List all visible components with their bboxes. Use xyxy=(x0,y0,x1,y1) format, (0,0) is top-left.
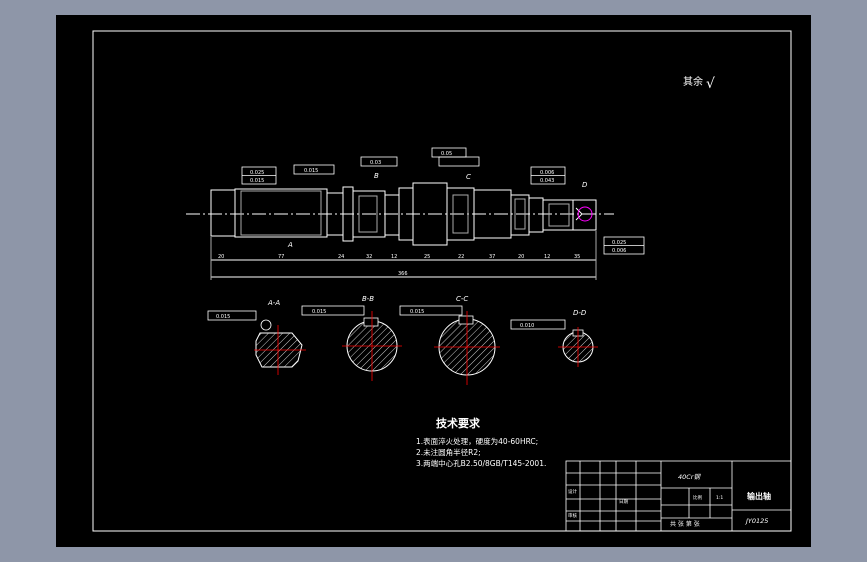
dim-label: 24 xyxy=(338,254,344,260)
note-item: 1.表面淬火处理，硬度为40-60HRC; xyxy=(416,436,538,446)
dim-label: 25 xyxy=(424,254,430,260)
dim-label: 37 xyxy=(489,254,495,260)
callout-value: 0.015 xyxy=(250,178,264,184)
shaft-segment xyxy=(542,199,574,231)
roughness-label: 其余 xyxy=(683,75,703,88)
part-name: 输出轴 xyxy=(747,491,771,501)
section-label: C-C xyxy=(456,295,468,303)
shaft-end xyxy=(573,199,597,231)
shaft-segment xyxy=(210,189,236,237)
dim-label: 32 xyxy=(366,254,372,260)
designer-label: 设计 xyxy=(568,488,577,495)
notes-title: 技术要求 xyxy=(436,416,481,430)
callout-frame xyxy=(438,156,480,167)
drawing-frame xyxy=(92,30,792,532)
callout-frame xyxy=(293,164,335,175)
section-tolerance-frame xyxy=(207,310,257,321)
section-tolerance: 0.015 xyxy=(216,314,230,320)
total-length: 366 xyxy=(398,271,408,277)
callout-value: 0.05 xyxy=(441,151,452,157)
callout-value: 0.025 xyxy=(612,240,626,246)
callout-value: 0.025 xyxy=(250,170,264,176)
segment-dimensions: 20 77 24 32 12 25 22 37 20 12 35 366 xyxy=(218,254,580,277)
drawing-number: JY0125 xyxy=(744,517,768,525)
section-tolerance: 0.015 xyxy=(410,309,424,315)
scale-value: 1:1 xyxy=(716,495,723,501)
drawing-svg: 其余 √ 20 77 24 xyxy=(92,30,792,532)
dim-label: 20 xyxy=(218,254,224,260)
section-tolerance-frame xyxy=(510,319,566,330)
section-c: C-C 0.015 xyxy=(399,295,500,385)
section-tolerance-frame xyxy=(399,305,463,316)
marker-c: C xyxy=(466,173,471,181)
section-tolerance: 0.010 xyxy=(520,323,534,329)
note-item: 2.未注圆角半径R2; xyxy=(416,447,481,457)
keyway xyxy=(452,194,469,234)
title-block xyxy=(565,460,792,532)
tolerance-values: 0.025 0.015 0.015 0.03 0.05 0.006 0.043 … xyxy=(250,151,626,254)
checker-label: 审核 xyxy=(568,512,577,519)
date-label: 日期 xyxy=(619,499,628,505)
callout-value: 0.006 xyxy=(540,170,554,176)
sheet-label: 共 张 第 张 xyxy=(670,520,700,528)
section-b: B-B 0.015 xyxy=(301,295,402,381)
roughness-symbol: √ xyxy=(706,76,715,92)
section-markers: A B C D xyxy=(287,172,588,249)
detail-circle-d xyxy=(577,206,593,222)
technical-notes: 技术要求 1.表面淬火处理，硬度为40-60HRC; 2.未注圆角半径R2; 3… xyxy=(416,416,546,468)
section-label: A-A xyxy=(267,299,280,307)
keyway xyxy=(548,203,570,227)
tolerance-callouts xyxy=(241,147,645,255)
dim-label: 12 xyxy=(391,254,397,260)
section-d: D-D 0.010 xyxy=(510,309,598,367)
marker-d: D xyxy=(582,181,588,189)
shaft-view xyxy=(186,182,614,280)
callout-value: 0.006 xyxy=(612,248,626,254)
shaft-segment xyxy=(234,188,328,238)
drawing-canvas: 其余 √ 20 77 24 xyxy=(56,15,811,547)
dim-label: 77 xyxy=(278,254,284,260)
marker-a: A xyxy=(287,241,293,249)
title-block-text: 40Cr钢 输出轴 JY0125 比例 1:1 共 张 第 张 设计 审核 日期 xyxy=(568,473,771,528)
material: 40Cr钢 xyxy=(678,473,701,481)
callout-value: 0.03 xyxy=(370,160,381,166)
keyway xyxy=(514,198,526,230)
section-tolerance-frame xyxy=(301,305,365,316)
marker-b: B xyxy=(374,172,379,180)
keyway xyxy=(240,190,322,236)
scale-label: 比例 xyxy=(693,494,702,501)
section-label: B-B xyxy=(362,295,374,303)
callout-value: 0.015 xyxy=(304,168,318,174)
keyway xyxy=(358,195,378,233)
section-label: D-D xyxy=(573,309,587,317)
note-item: 3.两端中心孔B2.50/8GB/T145-2001. xyxy=(416,458,546,468)
callout-value: 0.043 xyxy=(540,178,554,184)
center-hole xyxy=(575,207,583,221)
section-a: A-A 0.015 xyxy=(207,299,306,375)
dim-label: 35 xyxy=(574,254,580,260)
dim-label: 12 xyxy=(544,254,550,260)
dim-label: 20 xyxy=(518,254,524,260)
callout-frame xyxy=(360,156,398,167)
dim-label: 22 xyxy=(458,254,464,260)
shaft-segment xyxy=(384,194,400,236)
section-tolerance: 0.015 xyxy=(312,309,326,315)
shaft-segment xyxy=(528,197,544,233)
